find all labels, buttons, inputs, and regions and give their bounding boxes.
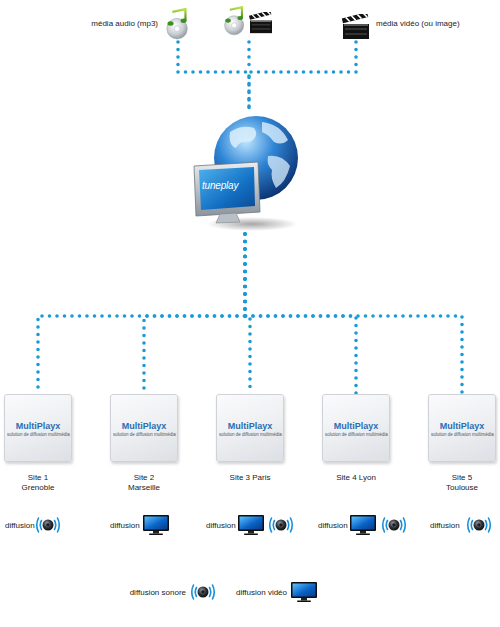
site-label: Site 5 Toulouse: [439, 473, 485, 493]
player-box: MultiPlayxsolution de diffusion multiméd…: [216, 394, 284, 462]
diffusion-label: diffusion: [5, 521, 35, 530]
product-tagline: solution de diffusion multimédia: [431, 432, 493, 437]
dotted-link: [245, 234, 462, 394]
brand-name: MultiPlayx: [5, 421, 71, 431]
media-source: média audio (mp3): [58, 6, 194, 42]
diffusion-label: diffusion: [110, 521, 140, 530]
player-box: MultiPlayxsolution de diffusion multiméd…: [322, 394, 390, 462]
dotted-link: [38, 234, 245, 394]
brand-name: MultiPlayx: [323, 421, 389, 431]
media-label: média vidéo (ou image): [376, 19, 460, 28]
diffusion-label: diffusion: [318, 521, 348, 530]
server-hub: tuneplay: [190, 112, 305, 234]
site-label: Site 1 Grenoble: [15, 473, 61, 493]
diffusion-icons: [37, 515, 491, 535]
dotted-link: [247, 42, 251, 72]
legend-text: diffusion sonore: [130, 588, 186, 597]
site-label: Site 4 Lyon: [333, 473, 379, 483]
brand-name: MultiPlayx: [217, 421, 283, 431]
diffusion-label: diffusion: [430, 521, 460, 530]
player-box: MultiPlayxsolution de diffusion multiméd…: [110, 394, 178, 462]
player-box: MultiPlayxsolution de diffusion multiméd…: [428, 394, 496, 462]
product-tagline: solution de diffusion multimédia: [219, 432, 281, 437]
product-tagline: solution de diffusion multimédia: [113, 432, 175, 437]
player-box: MultiPlayxsolution de diffusion multiméd…: [4, 394, 72, 462]
product-tagline: solution de diffusion multimédia: [7, 432, 69, 437]
dotted-link: [245, 234, 250, 394]
legend-speaker-sample: [192, 585, 215, 599]
product-tagline: solution de diffusion multimédia: [325, 432, 387, 437]
dotted-link: [249, 42, 356, 112]
diffusion-label: diffusion: [206, 521, 236, 530]
media-source: média vidéo (ou image): [340, 6, 496, 42]
brand-name: MultiPlayx: [429, 421, 495, 431]
globe-monitor-illustration: [190, 112, 305, 234]
brand-name: MultiPlayx: [111, 421, 177, 431]
mixed-media-icon: [225, 7, 272, 35]
dotted-link: [144, 234, 245, 394]
audio-icon: [162, 6, 194, 42]
site-label: Site 3 Paris: [227, 473, 273, 483]
video-icon: [340, 6, 372, 42]
dotted-link: [245, 234, 356, 394]
media-label: média audio (mp3): [91, 19, 158, 28]
screen-logo-text: tuneplay: [202, 180, 238, 191]
legend-tv-sample: [291, 582, 317, 602]
legend-text: diffusion vidéo: [236, 588, 287, 597]
site-label: Site 2 Marseille: [121, 473, 167, 493]
dotted-link: [178, 42, 249, 112]
